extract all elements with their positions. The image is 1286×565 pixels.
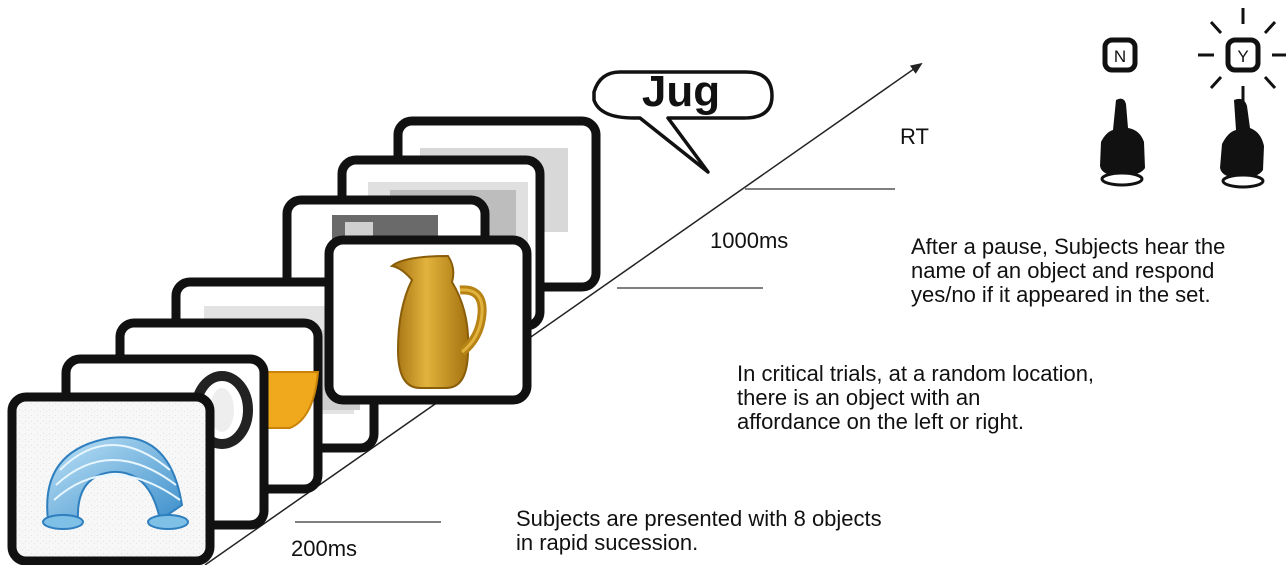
stimulus-frame-1 bbox=[7, 392, 215, 565]
no-button-icon: N bbox=[1102, 37, 1138, 73]
label-rt: RT bbox=[900, 124, 929, 149]
right-hand-icon bbox=[1220, 98, 1265, 189]
yes-button-label: Y bbox=[1237, 47, 1248, 66]
caption-critical-line-1: In critical trials, at a random location… bbox=[737, 361, 1095, 386]
caption-response-line-2: name of an object and respond bbox=[911, 258, 1215, 283]
speech-bubble: Jug bbox=[592, 67, 774, 174]
caption-critical: In critical trials, at a random location… bbox=[737, 362, 1094, 434]
caption-response: After a pause, Subjects hear the name of… bbox=[911, 235, 1225, 307]
glow-rays-icon bbox=[1198, 8, 1286, 102]
stimulus-frame-2-critical bbox=[324, 235, 532, 405]
caption-response-line-1: After a pause, Subjects hear the bbox=[911, 234, 1226, 259]
time-axis bbox=[204, 62, 923, 565]
label-1000ms: 1000ms bbox=[710, 228, 789, 253]
jug-image bbox=[389, 254, 487, 389]
caption-response-line-3: yes/no if it appeared in the set. bbox=[911, 282, 1211, 307]
caption-presentation-line-1: Subjects are presented with 8 objects bbox=[516, 506, 882, 531]
yes-button-icon: Y bbox=[1198, 8, 1286, 102]
speech-word: Jug bbox=[642, 67, 720, 116]
label-200ms: 200ms bbox=[291, 536, 358, 561]
left-hand-icon bbox=[1100, 98, 1145, 187]
no-button-label: N bbox=[1114, 47, 1126, 66]
caption-presentation: Subjects are presented with 8 objects in… bbox=[516, 507, 882, 555]
caption-critical-line-2: there is an object with an bbox=[737, 385, 981, 410]
caption-critical-line-3: affordance on the left or right. bbox=[737, 409, 1024, 434]
caption-presentation-line-2: in rapid sucession. bbox=[516, 530, 699, 555]
slinky-image bbox=[42, 436, 189, 530]
bowl-image bbox=[261, 371, 320, 429]
